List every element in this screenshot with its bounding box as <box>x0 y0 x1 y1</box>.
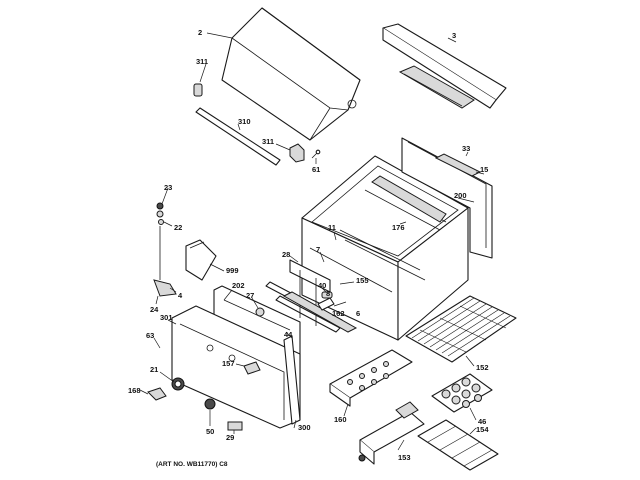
drip-tray[interactable] <box>358 401 425 465</box>
leader-lines <box>139 32 485 451</box>
callout-157: 157 <box>222 359 235 368</box>
callout-176: 176 <box>392 223 405 232</box>
rear-frame[interactable] <box>382 23 507 109</box>
callout-310: 310 <box>238 117 251 126</box>
screw-61[interactable] <box>311 149 321 159</box>
warming-rack[interactable] <box>417 419 499 471</box>
callout-50: 50 <box>206 427 214 436</box>
callout-29: 29 <box>226 433 234 442</box>
handle-bracket-right[interactable] <box>289 143 305 163</box>
valve-40[interactable] <box>321 291 333 299</box>
callout-33: 33 <box>462 144 470 153</box>
igniter-switch[interactable] <box>243 361 261 375</box>
callout-7: 7 <box>316 245 320 254</box>
callout-40: 40 <box>318 281 326 290</box>
callout-2: 2 <box>198 28 202 37</box>
control-knob[interactable] <box>171 377 185 391</box>
callout-24: 24 <box>150 305 159 314</box>
fitting-27[interactable] <box>255 307 265 317</box>
owners-manual[interactable] <box>185 239 217 281</box>
handle-bracket-left[interactable] <box>193 83 203 97</box>
callout-21: 21 <box>150 365 158 374</box>
heat-shield-33[interactable] <box>434 153 482 177</box>
cooking-grate[interactable] <box>405 295 517 363</box>
callout-27: 27 <box>246 291 254 300</box>
art-number: (ART NO. WB11770) C8 <box>156 461 228 468</box>
hood-handle[interactable] <box>195 107 281 166</box>
callout-15: 15 <box>480 165 488 174</box>
callout-153: 153 <box>398 453 411 462</box>
callout-160: 160 <box>334 415 347 424</box>
callout-6: 6 <box>356 309 360 318</box>
callout-23: 23 <box>164 183 172 192</box>
callout-311b: 311 <box>262 137 274 146</box>
side-panel[interactable] <box>401 137 493 259</box>
callout-300: 300 <box>298 423 311 432</box>
rotisserie-spit-assembly[interactable] <box>153 202 177 297</box>
callout-3: 3 <box>452 31 456 40</box>
burner-assembly[interactable] <box>265 259 358 333</box>
grill-hood[interactable] <box>221 7 361 141</box>
lava-rock-tray[interactable] <box>431 373 493 413</box>
knob-50[interactable] <box>204 398 216 410</box>
ignitor-162[interactable] <box>317 297 335 311</box>
callout-168: 168 <box>128 386 141 395</box>
callout-8: 8 <box>326 289 330 298</box>
callout-311a: 311 <box>196 57 208 66</box>
callout-154: 154 <box>476 425 489 434</box>
callout-46: 46 <box>478 417 486 426</box>
trim-300[interactable] <box>283 335 301 425</box>
callout-152: 152 <box>476 363 489 372</box>
callout-44: 44 <box>284 330 293 339</box>
callout-202: 202 <box>232 281 245 290</box>
knob-bezel[interactable] <box>147 387 167 401</box>
callout-4: 4 <box>178 291 183 300</box>
callout-999: 999 <box>226 266 239 275</box>
flavorizer-bars[interactable] <box>329 349 413 407</box>
label-plate[interactable] <box>227 421 243 431</box>
firebox-body[interactable] <box>301 155 469 341</box>
callout-61: 61 <box>312 165 320 174</box>
callout-200: 200 <box>454 191 467 200</box>
callout-28: 28 <box>282 250 290 259</box>
callout-11: 11 <box>328 223 336 232</box>
callout-22: 22 <box>174 223 182 232</box>
callout-63: 63 <box>146 331 154 340</box>
callout-labels: 2 3 311 310 311 61 33 15 200 23 22 176 1… <box>128 28 489 462</box>
callout-155: 155 <box>356 276 369 285</box>
callout-162: 162 <box>332 309 345 318</box>
callout-301: 301 <box>160 313 173 322</box>
